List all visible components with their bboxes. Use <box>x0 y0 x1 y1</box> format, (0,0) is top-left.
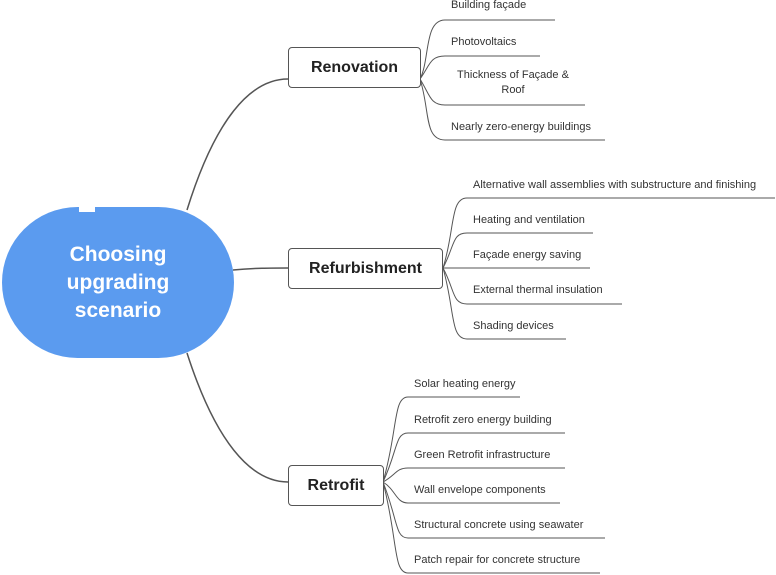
leaf-retrofit-5: Structural concrete using seawater <box>414 519 584 531</box>
leaf-renovation-4: Nearly zero-energy buildings <box>451 121 592 133</box>
leaf-refurbishment-3: Façade energy saving <box>473 249 582 261</box>
branch-retrofit[interactable]: Retrofit <box>288 465 384 506</box>
leaf-retrofit-6: Patch repair for concrete structure <box>414 554 581 566</box>
leaf-retrofit-4: Wall envelope components <box>414 484 546 496</box>
leaf-retrofit-3: Green Retrofit infrastructure <box>414 449 551 461</box>
root-tab-marker <box>79 203 95 212</box>
leaf-retrofit-2: Retrofit zero energy building <box>414 414 552 426</box>
leaf-retrofit-1: Solar heating energy <box>414 378 516 390</box>
leaf-renovation-3: Thickness of Façade & Roof <box>457 69 569 96</box>
branch-label: Retrofit <box>307 476 365 494</box>
leaf-refurbishment-4: External thermal insulation <box>473 284 603 296</box>
leaf-refurbishment-1: Alternative wall assemblies with substru… <box>473 179 757 191</box>
leaf-refurbishment-5: Shading devices <box>473 320 554 332</box>
link-root-renovation <box>186 78 289 211</box>
branch-label: Renovation <box>310 58 399 76</box>
root-node: Choosing upgrading scenario <box>2 207 234 358</box>
link-root-refurbishment <box>232 267 289 271</box>
leaf-renovation-1: Building façade <box>451 0 527 11</box>
branch-label: Refurbishment <box>309 259 422 277</box>
branch-refurbishment[interactable]: Refurbishment <box>288 248 443 289</box>
link-root-retrofit <box>186 352 289 483</box>
root-label: Choosing upgrading scenario <box>66 242 170 322</box>
leaf-renovation-2: Photovoltaics <box>451 36 517 48</box>
leaf-refurbishment-2: Heating and ventilation <box>473 214 585 226</box>
branch-renovation[interactable]: Renovation <box>288 47 421 88</box>
